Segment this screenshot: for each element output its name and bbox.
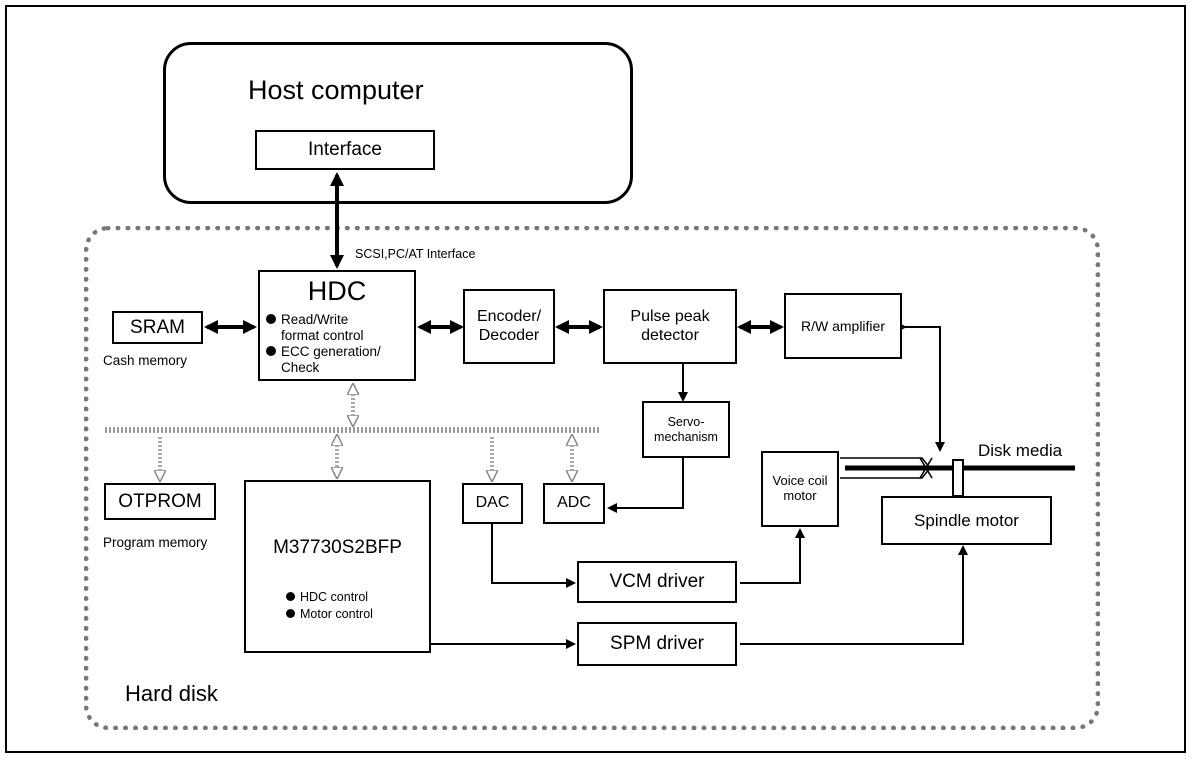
hard-disk-title: Hard disk [125,681,218,706]
spm-driver-block: SPM driver [577,622,737,666]
interface-block: Interface [255,130,435,170]
spm-driver-label: SPM driver [610,633,704,655]
mcu-item-motor-control: Motor control [286,607,373,621]
otprom-caption: Program memory [103,535,208,550]
hdc-item-ecc: ECC generation/ Check [266,344,381,375]
bullet-icon [286,592,295,601]
voice-coil-line2: motor [783,488,817,503]
hdc-title: HDC [307,276,367,306]
mcu-block: M37730S2BFP HDC control Motor control [244,480,431,653]
bullet-icon [286,609,295,618]
bus-interface-label: SCSI,PC/AT Interface [355,247,476,261]
hdc-item-rw: Read/Write format control [266,312,364,343]
spindle-motor-label: Spindle motor [914,510,1019,530]
interface-label: Interface [308,139,382,161]
servo-line1: Servo- [667,415,705,430]
mcu-item-hdc-control: HDC control [286,590,368,604]
adc-label: ADC [557,494,591,512]
spindle-shaft [952,459,964,497]
vcm-voicecoil-link [740,528,805,584]
mcu-name: M37730S2BFP [273,537,402,558]
hdc-item2-line2: Check [281,359,320,375]
servo-mechanism-block: Servo-mechanism [642,401,730,458]
rw-amplifier-label: R/W amplifier [800,317,885,334]
bullet-icon [266,346,276,356]
sram-block: SRAM [112,311,203,344]
vcm-driver-block: VCM driver [577,561,737,603]
otprom-label: OTPROM [118,490,202,512]
dac-block: DAC [462,483,523,524]
disk-media-label: Disk media [978,441,1063,460]
host-computer-title: Host computer [248,75,424,105]
encoder-line2: Decoder [478,326,540,344]
encoder-decoder-block: Encoder/Decoder [463,289,555,364]
encoder-line1: Encoder/ [476,308,542,326]
pulse-line2: detector [641,326,699,344]
mcu-item1: HDC control [300,590,369,604]
dac-label: DAC [475,494,510,512]
mcu-item2: Motor control [300,607,373,621]
hdc-item2-line1: ECC generation/ [281,344,381,359]
voice-coil-line1: Voice coil [772,473,828,489]
hdc-item1-line2: format control [281,327,364,343]
adc-block: ADC [543,483,605,524]
rw-amplifier-block: R/W amplifier [784,293,902,359]
servo-adc-link [607,458,684,513]
hdc-block: HDC Read/Write format control ECC genera… [258,270,416,381]
spm-spindle-link [740,545,968,645]
sram-label: SRAM [130,316,185,338]
host-computer-boundary [163,42,633,204]
dac-vcm-link [491,524,576,588]
bullet-icon [266,314,276,324]
vcm-driver-label: VCM driver [609,571,705,593]
head-arm [840,457,933,479]
hard-disk-boundary [84,226,1100,730]
sram-caption: Cash memory [103,353,188,368]
spindle-motor-block: Spindle motor [881,496,1052,545]
servo-line2: mechanism [654,429,718,444]
outer-frame [5,5,1186,753]
pulse-line1: Pulse peak [630,308,710,326]
rw-head-link [897,322,945,452]
hdc-item1-line1: Read/Write [281,312,349,327]
otprom-block: OTPROM [104,483,216,520]
